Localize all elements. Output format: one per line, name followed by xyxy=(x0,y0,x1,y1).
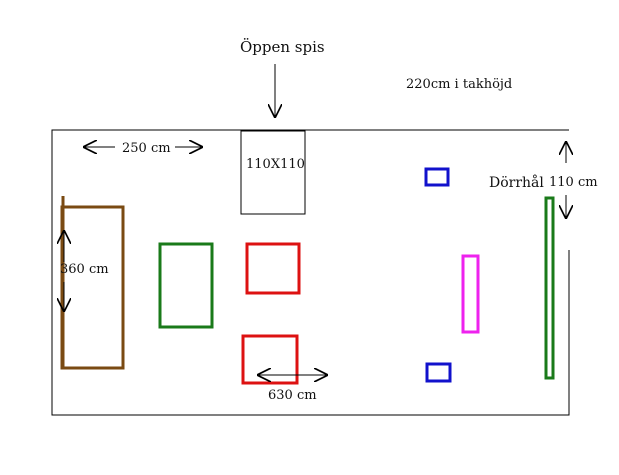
green-furniture-right xyxy=(544,196,555,380)
door-width-label: 110 cm xyxy=(549,175,598,190)
fireplace-box xyxy=(240,130,306,215)
fireplace-size-label: 110X110 xyxy=(246,157,305,172)
blue-marker-bottom xyxy=(425,362,452,383)
left-height-label: 360 cm xyxy=(60,262,109,277)
red-furniture-top xyxy=(245,242,301,295)
magenta-furniture xyxy=(461,254,480,334)
ceiling-height-label: 220cm i takhöjd xyxy=(406,77,512,92)
fireplace-label: Öppen spis xyxy=(240,38,325,56)
doorway-label: Dörrhål xyxy=(489,174,544,191)
length-bottom-label: 630 cm xyxy=(268,388,317,403)
width-top-label: 250 cm xyxy=(122,141,171,156)
room-wall xyxy=(51,129,570,416)
red-furniture-bottom xyxy=(241,334,299,385)
blue-marker-top xyxy=(424,167,450,187)
brown-bed xyxy=(60,205,125,370)
green-furniture-left xyxy=(158,242,214,329)
